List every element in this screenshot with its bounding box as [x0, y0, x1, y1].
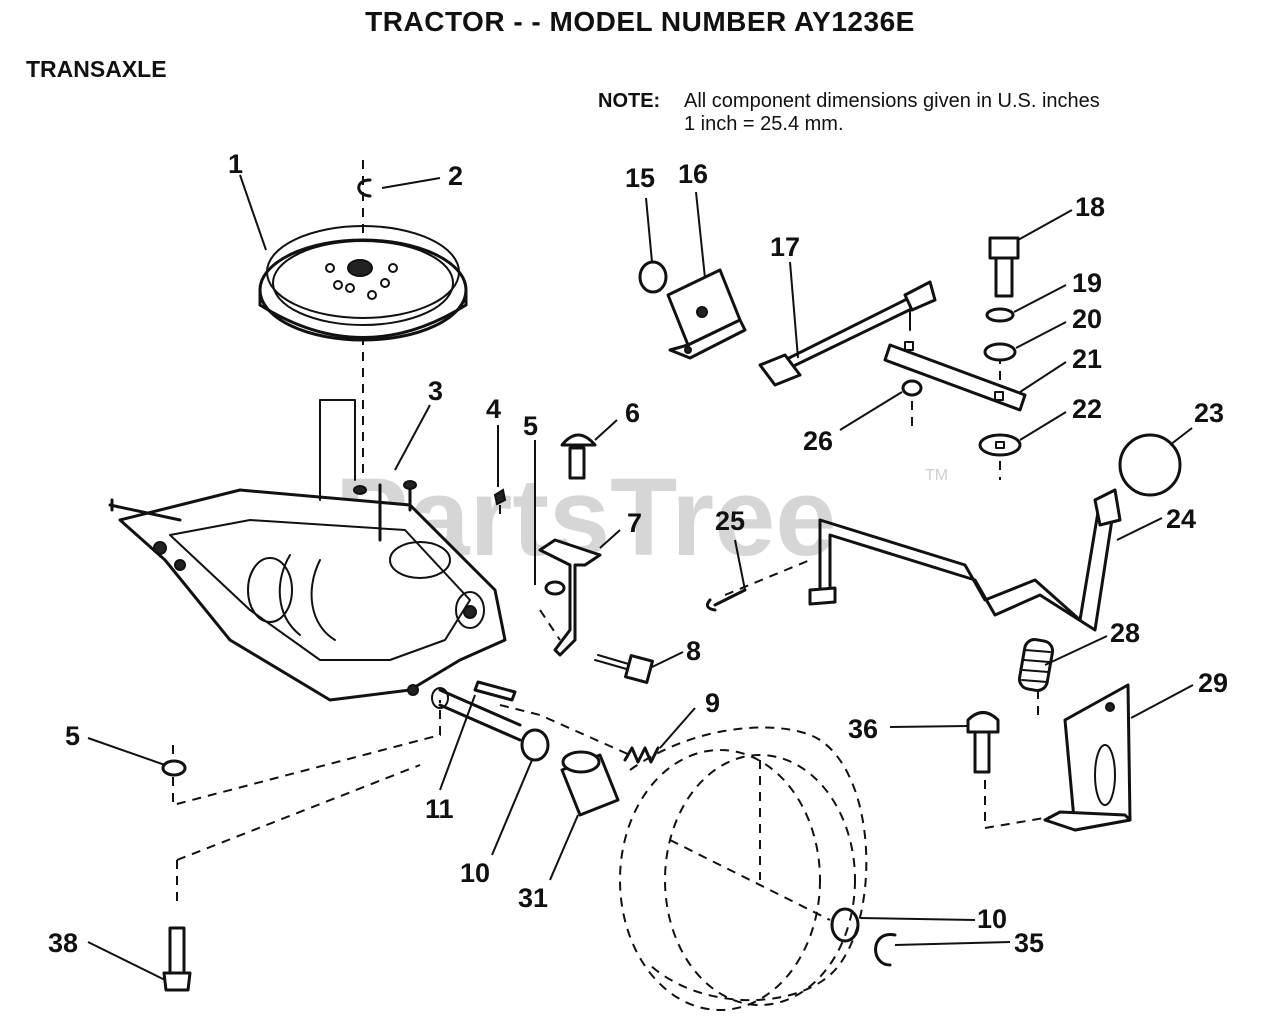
- transaxle-housing: [108, 399, 522, 742]
- callout-10-upper: 10: [460, 858, 490, 888]
- leader-lines: [87, 174, 1194, 981]
- washer-part-22: [978, 433, 1022, 457]
- watermark-trademark: TM: [925, 467, 948, 484]
- spacer-part: [560, 750, 620, 817]
- callout-20: 20: [1072, 304, 1102, 334]
- callout-5-upper: 5: [523, 411, 538, 441]
- callout-18: 18: [1075, 192, 1105, 222]
- control-arm-part: [883, 341, 1027, 412]
- callout-29: 29: [1198, 668, 1228, 698]
- shift-knob-part: [1118, 433, 1182, 497]
- wheel-tire: [619, 726, 868, 1011]
- note-line-2: 1 inch = 25.4 mm.: [684, 113, 844, 135]
- callout-21: 21: [1072, 344, 1102, 374]
- callout-8: 8: [686, 636, 701, 666]
- callout-17: 17: [770, 232, 800, 262]
- callout-11: 11: [425, 794, 454, 824]
- callout-28: 28: [1110, 618, 1140, 648]
- callout-25: 25: [715, 506, 745, 536]
- callout-26: 26: [803, 426, 833, 456]
- callout-23: 23: [1194, 398, 1224, 428]
- note-line-1: All component dimensions given in U.S. i…: [684, 90, 1100, 112]
- nut-part-upper: [544, 580, 566, 596]
- carriage-bolt-part: [560, 433, 597, 480]
- page-title: TRACTOR - - MODEL NUMBER AY1236E: [365, 6, 915, 37]
- pulley-part: [258, 225, 468, 342]
- screw-part-36: [966, 711, 1000, 774]
- callout-35: 35: [1014, 928, 1044, 958]
- cotter-pin-part: [705, 588, 747, 612]
- hex-bolt-part-8: [594, 654, 654, 684]
- washer-part-19: [985, 307, 1015, 323]
- callout-10-lower: 10: [977, 904, 1007, 934]
- axle-key-part: [473, 680, 517, 702]
- washer-part-10b: [830, 907, 860, 943]
- callout-15: 15: [625, 163, 655, 193]
- callout-2: 2: [448, 161, 463, 191]
- link-rod-part: [758, 280, 937, 387]
- angle-bracket-part: [666, 268, 747, 360]
- callout-6: 6: [625, 398, 640, 428]
- callout-19: 19: [1072, 268, 1102, 298]
- hex-bolt-part-38: [162, 926, 192, 992]
- callout-22: 22: [1072, 394, 1102, 424]
- e-clip-part: [357, 178, 372, 198]
- callout-24: 24: [1166, 504, 1196, 534]
- spring-part-28: [1017, 638, 1055, 692]
- nut-part-lower: [161, 759, 187, 777]
- spring-bracket-part: [1043, 683, 1132, 832]
- note-label: NOTE:: [598, 90, 661, 112]
- washer-part-15: [638, 260, 668, 294]
- retaining-clip-part: [874, 933, 897, 967]
- callout-4: 4: [486, 394, 501, 424]
- bracket-part: [538, 538, 602, 657]
- callout-1: 1: [228, 149, 243, 179]
- section-title: TRANSAXLE: [26, 56, 167, 82]
- callout-labels: 1 2 3 4 5 5 6 7 8 9 10 10 11 15 16 17 18…: [48, 149, 1228, 958]
- callout-36: 36: [848, 714, 878, 744]
- callout-16: 16: [678, 159, 708, 189]
- spring-part-9: [623, 746, 660, 764]
- hex-bolt-part-18: [988, 236, 1020, 298]
- key-part: [493, 488, 507, 506]
- callout-38: 38: [48, 928, 78, 958]
- callout-31: 31: [518, 883, 548, 913]
- washer-22-hole: [995, 441, 1005, 449]
- nut-part-26: [901, 379, 923, 397]
- washer-part-20: [983, 342, 1017, 362]
- callout-7: 7: [627, 508, 642, 538]
- callout-5-lower: 5: [65, 721, 80, 751]
- washer-part-10a: [520, 728, 550, 762]
- callout-3: 3: [428, 376, 443, 406]
- shift-lever-part: [808, 488, 1122, 632]
- callout-9: 9: [705, 688, 720, 718]
